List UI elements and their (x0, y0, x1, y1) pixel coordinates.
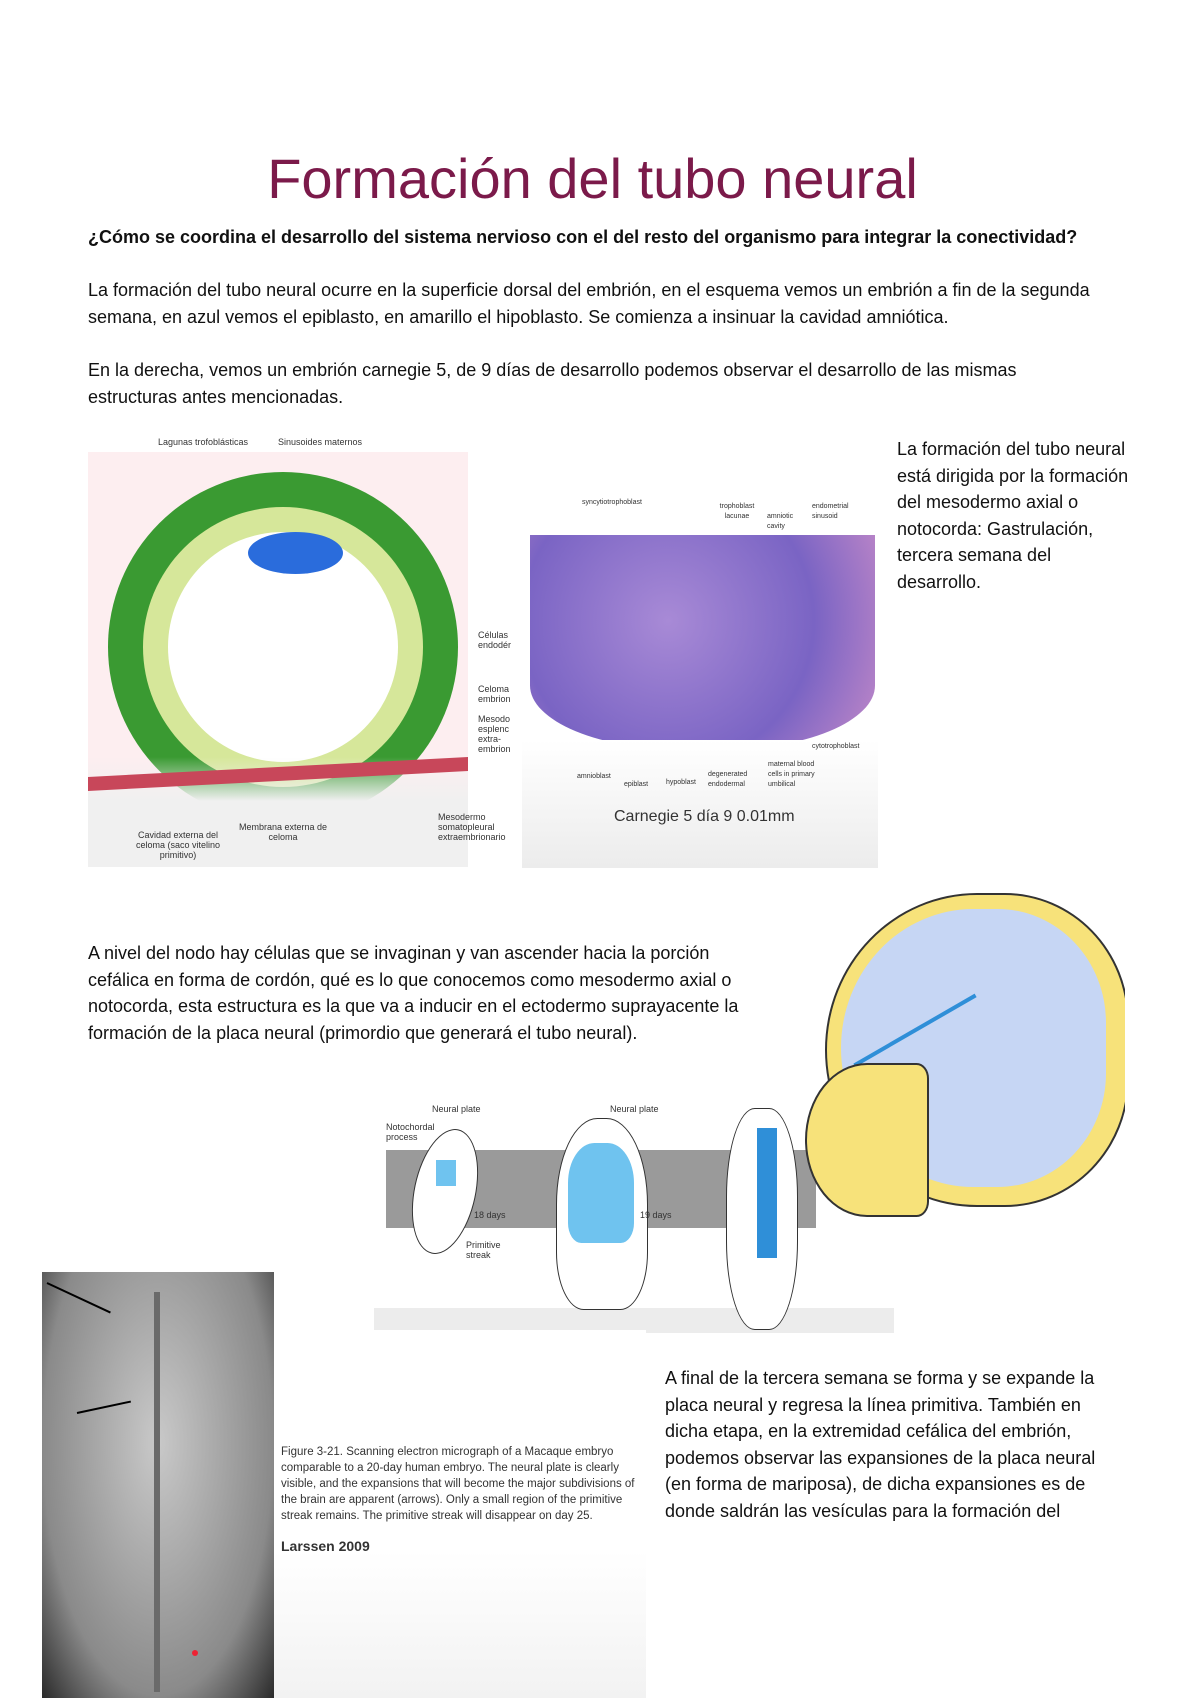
sem-micrograph (42, 1272, 274, 1698)
caption-box (274, 1330, 646, 1698)
paragraph-4: A final de la tercera semana se forma y … (665, 1368, 1096, 1521)
label-celoma: Celoma embrion (478, 684, 511, 704)
paragraph-2: En la derecha, vemos un embrión carnegie… (88, 360, 1017, 407)
embryo-section-figure (805, 893, 1125, 1223)
carnegie-caption: Carnegie 5 día 9 0.01mm (614, 808, 795, 825)
arrow-icon (46, 1282, 111, 1314)
carnegie-histology-figure: syncytiotrophoblast trophoblast lacunae … (522, 480, 878, 868)
label-cytotrophoblast: cytotrophoblast (812, 743, 860, 750)
label-maternal-blood: maternal blood cells in primary umbilica… (768, 761, 815, 788)
label-endometrial: endometrial sinusoid (812, 503, 849, 520)
label-hypoblast: hypoblast (666, 779, 696, 786)
label-18-days: 18 days (474, 1210, 506, 1220)
label-degenerated: degenerated endodermal (708, 771, 748, 788)
label-neural-plate-1: Neural plate (432, 1104, 481, 1114)
label-amnioblast: amnioblast (577, 773, 611, 780)
label-notochordal: Notochordal process (386, 1122, 435, 1142)
label-celulas-endoder: Células endodér (478, 630, 512, 650)
paragraph-3: A nivel del nodo hay células que se inva… (88, 943, 739, 1043)
paragraph-1: La formación del tubo neural ocurre en l… (88, 280, 1090, 327)
label-membrana: Membrana externa de celoma (238, 822, 328, 842)
label-epiblast: epiblast (624, 781, 649, 788)
label-lagunas: Lagunas trofoblásticas (158, 437, 249, 447)
label-syncytio: syncytiotrophoblast (582, 499, 642, 506)
label-mesodermo-somato: Mesodermo somatopleural extraembrionario (438, 812, 506, 842)
embryo-schematic-figure: Lagunas trofoblásticas Sinusoides matern… (88, 432, 468, 867)
figure-caption: Figure 3-21. Scanning electron micrograp… (281, 1446, 635, 1522)
label-cavidad: Cavidad externa del celoma (saco vitelin… (135, 830, 221, 860)
question-heading: ¿Cómo se coordina el desarrollo del sist… (88, 227, 1078, 247)
label-neural-plate-2: Neural plate (610, 1104, 659, 1114)
label-primitive-streak: Primitive streak (466, 1240, 501, 1260)
side-note: La formación del tubo neural está dirigi… (897, 439, 1129, 592)
label-amniotic-cavity: amniotic cavity (767, 513, 794, 530)
arrow-icon (76, 1400, 132, 1414)
figure-credit: Larssen 2009 (281, 1538, 370, 1554)
label-mesodermo-esplac: Mesodo esplenc extra- embrion (478, 714, 511, 754)
marker-dot (192, 1650, 198, 1656)
label-19-days: 19 days (640, 1210, 672, 1220)
label-trophoblast-lacunae: trophoblast lacunae (719, 503, 755, 520)
page-title: Formación del tubo neural (267, 147, 918, 210)
label-sinusoides: Sinusoides maternos (278, 437, 363, 447)
